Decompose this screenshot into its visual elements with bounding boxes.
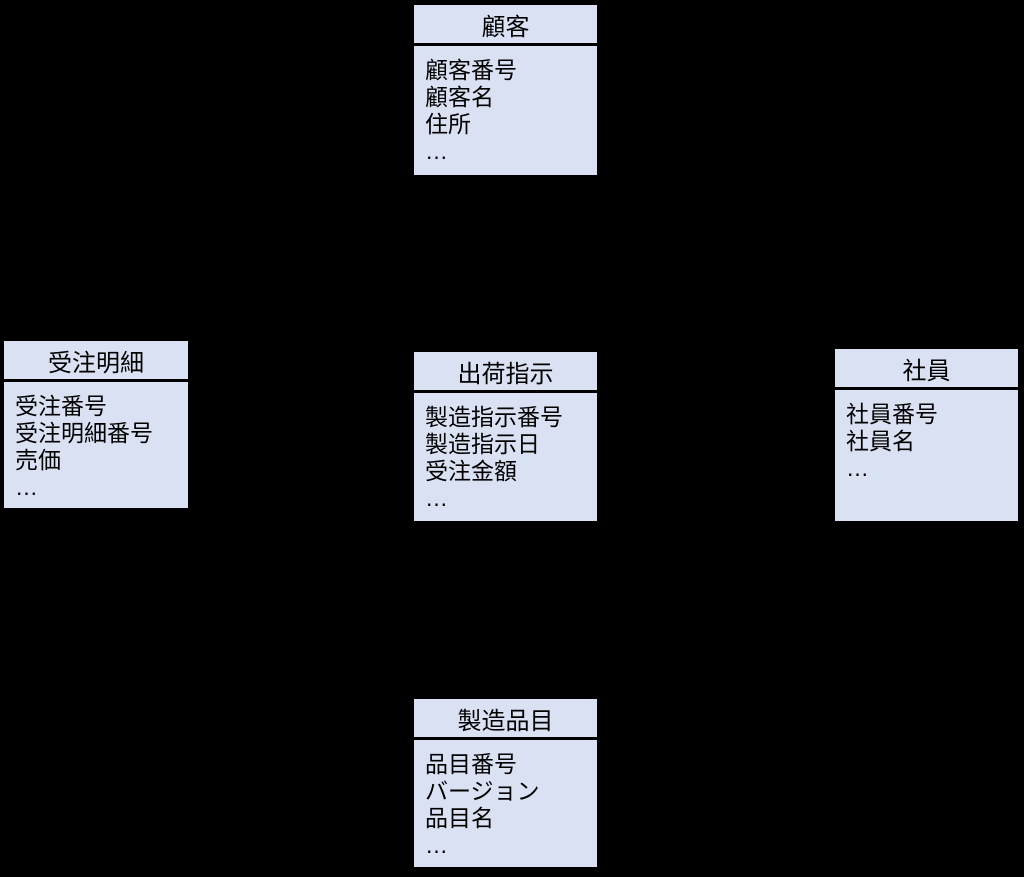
entity-customer: 顧客 顧客番号 顧客名 住所 … [412,3,599,177]
entity-shipping-instruction-attributes: 製造指示番号 製造指示日 受注金額 … [414,393,597,521]
attribute-row: バージョン [425,778,540,804]
attribute-row: 顧客名 [425,84,494,110]
attribute-row: 顧客番号 [425,57,517,83]
entity-shipping-instruction-title: 出荷指示 [414,352,597,393]
attribute-row-ellipsis: … [425,485,448,511]
entity-manufactured-item-title: 製造品目 [414,699,597,740]
entity-customer-attributes: 顧客番号 顧客名 住所 … [414,46,597,175]
attribute-row: 社員番号 [846,401,938,427]
entity-order-detail: 受注明細 受注番号 受注明細番号 売価 … [2,339,190,510]
attribute-row: 品目番号 [425,751,517,777]
entity-employee: 社員 社員番号 社員名 … [833,347,1020,523]
entity-shipping-instruction: 出荷指示 製造指示番号 製造指示日 受注金額 … [412,350,599,523]
attribute-row: 品目名 [425,805,494,831]
attribute-row: 受注金額 [425,458,517,484]
attribute-row-ellipsis: … [15,474,38,500]
entity-manufactured-item: 製造品目 品目番号 バージョン 品目名 … [412,697,599,869]
entity-employee-title: 社員 [835,349,1018,390]
entity-order-detail-attributes: 受注番号 受注明細番号 売価 … [4,382,188,508]
attribute-row: 売価 [15,447,61,473]
attribute-row: 受注明細番号 [15,420,153,446]
attribute-row: 製造指示番号 [425,404,563,430]
attribute-row: 住所 [425,111,471,137]
attribute-row: 受注番号 [15,393,107,419]
attribute-row: 社員名 [846,428,915,454]
attribute-row-ellipsis: … [425,832,448,858]
attribute-row: 製造指示日 [425,431,540,457]
entity-customer-title: 顧客 [414,5,597,46]
entity-order-detail-title: 受注明細 [4,341,188,382]
entity-employee-attributes: 社員番号 社員名 … [835,390,1018,521]
attribute-row-ellipsis: … [425,138,448,164]
entity-manufactured-item-attributes: 品目番号 バージョン 品目名 … [414,740,597,867]
attribute-row-ellipsis: … [846,455,869,481]
